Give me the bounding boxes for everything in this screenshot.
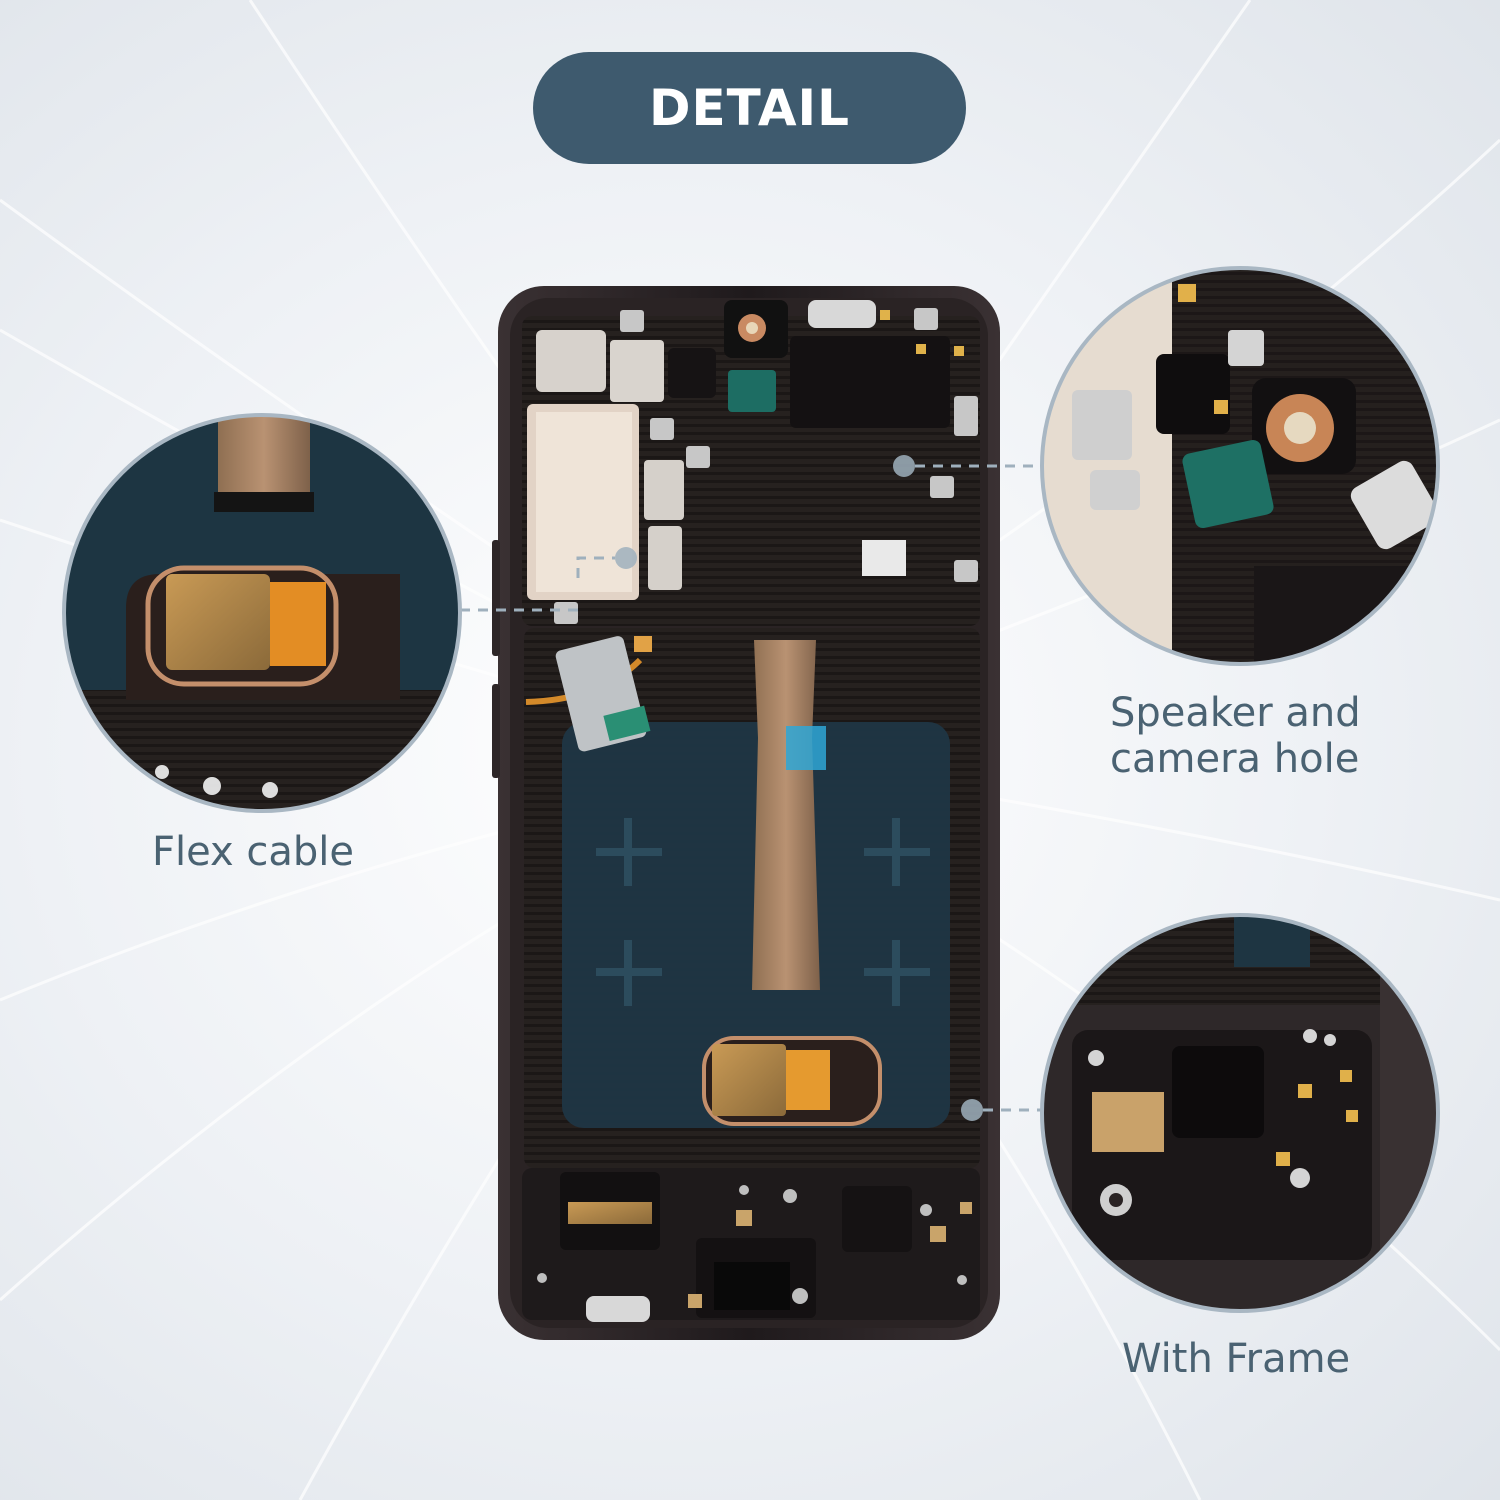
callout-leaders xyxy=(460,455,1042,1121)
speaker-camera-label-line-1: Speaker and xyxy=(1110,690,1361,736)
with-frame-label: With Frame xyxy=(1122,1336,1351,1382)
detail-title-badge: DETAIL xyxy=(533,52,966,164)
speaker-camera-label: Speaker and camera hole xyxy=(1110,690,1361,782)
zoom-circle-with-frame xyxy=(1040,913,1440,1313)
phone-frame xyxy=(492,286,1000,1340)
detail-title: DETAIL xyxy=(648,79,851,137)
speaker-camera-label-line-2: camera hole xyxy=(1110,736,1360,782)
flex-cable-label: Flex cable xyxy=(152,829,355,875)
zoom-circle-flex-cable xyxy=(62,413,462,813)
zoom-circle-speaker-camera xyxy=(1040,266,1440,666)
